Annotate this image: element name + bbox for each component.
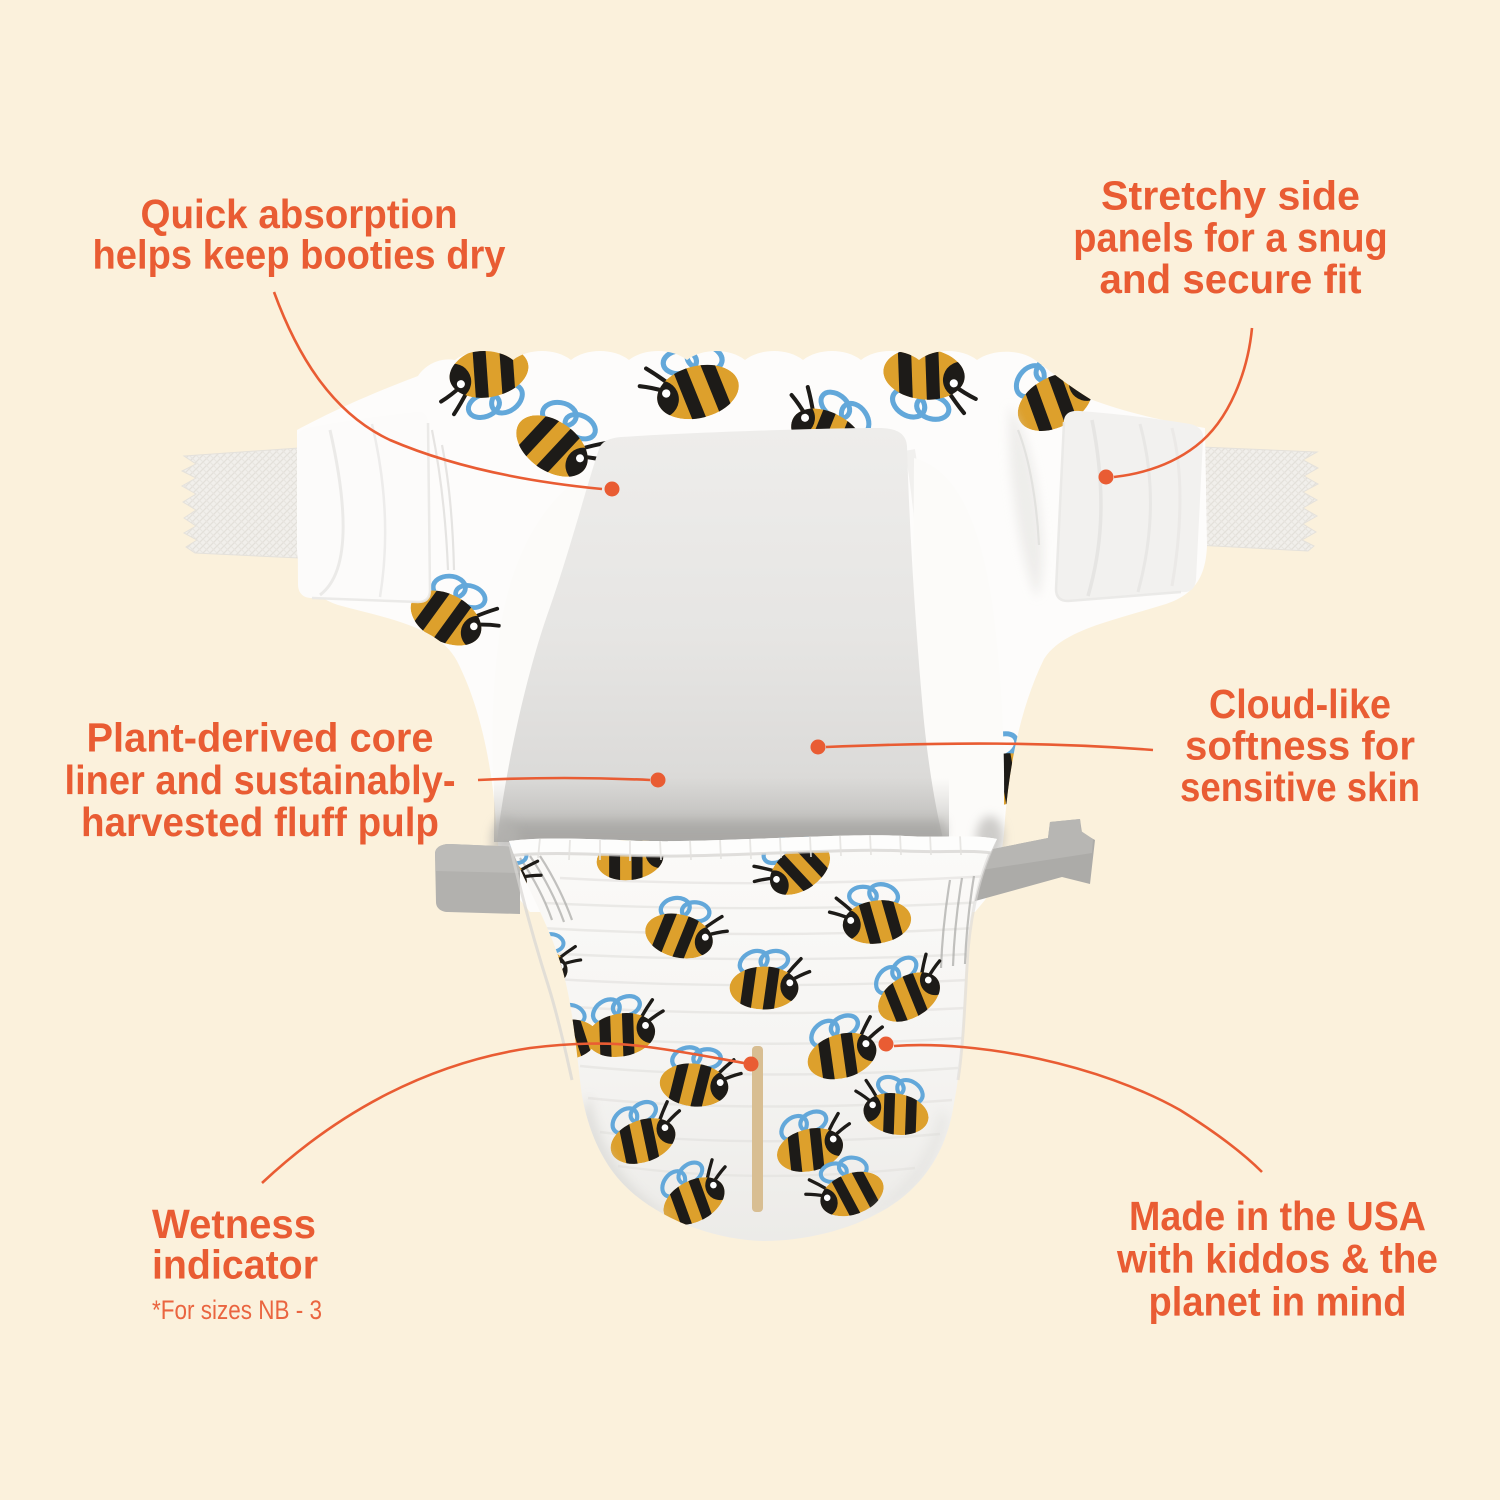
- svg-text:panels for a snug: panels for a snug: [1073, 214, 1388, 260]
- svg-text:Plant-derived core: Plant-derived core: [87, 715, 434, 761]
- svg-text:Cloud-like: Cloud-like: [1209, 681, 1391, 727]
- svg-text:with kiddos & the: with kiddos & the: [1116, 1236, 1438, 1282]
- svg-text:liner and sustainably-: liner and sustainably-: [65, 757, 456, 803]
- svg-text:planet in mind: planet in mind: [1149, 1278, 1407, 1324]
- svg-text:helps keep booties dry: helps keep booties dry: [93, 232, 506, 278]
- svg-text:and secure fit: and secure fit: [1100, 256, 1362, 302]
- svg-text:Quick absorption: Quick absorption: [141, 191, 458, 237]
- svg-text:Made in the USA: Made in the USA: [1129, 1193, 1426, 1239]
- svg-text:*For sizes NB - 3: *For sizes NB - 3: [152, 1295, 322, 1325]
- svg-text:sensitive skin: sensitive skin: [1180, 764, 1420, 810]
- svg-text:Wetness: Wetness: [152, 1201, 316, 1247]
- svg-text:softness for: softness for: [1185, 723, 1415, 769]
- svg-text:Stretchy side: Stretchy side: [1101, 172, 1360, 218]
- svg-text:harvested fluff pulp: harvested fluff pulp: [81, 799, 439, 845]
- svg-text:indicator: indicator: [152, 1242, 318, 1288]
